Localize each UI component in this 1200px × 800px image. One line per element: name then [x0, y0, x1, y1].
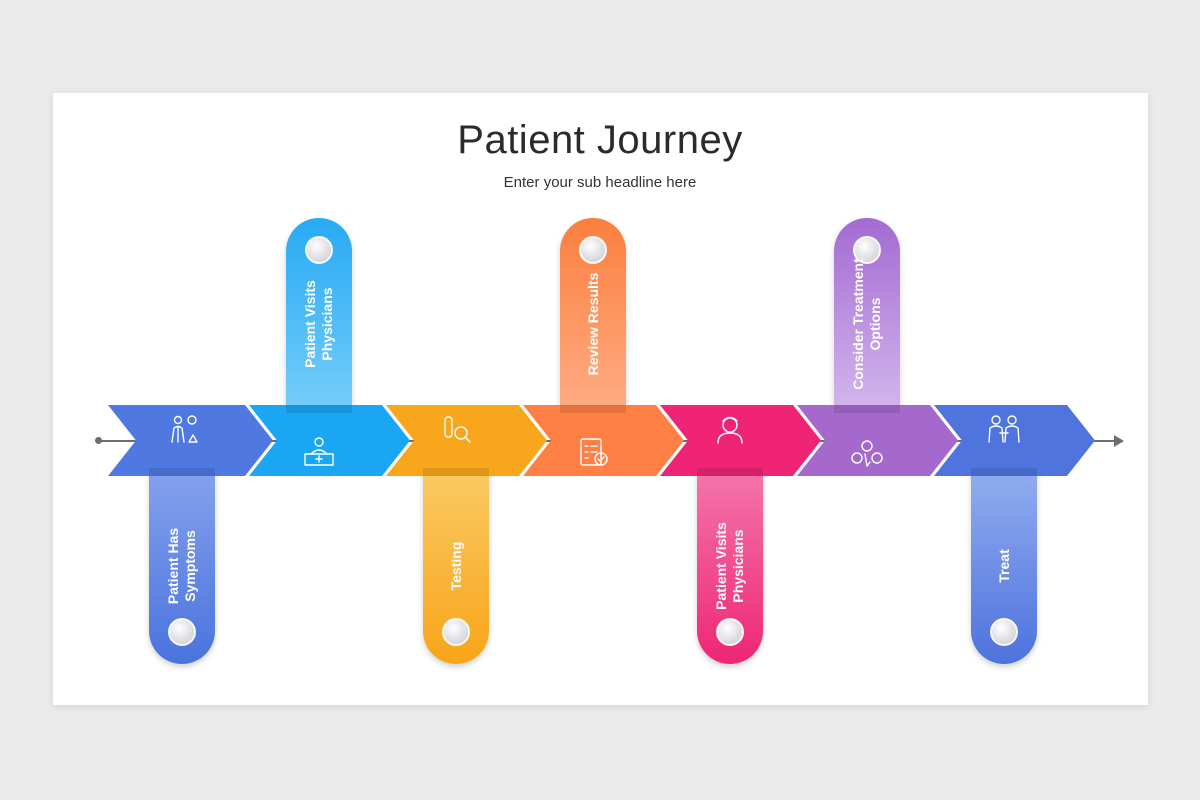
step-arrow-4	[523, 405, 684, 476]
step-pill-1	[149, 450, 215, 664]
step-knob-4	[579, 236, 607, 264]
timeline-start-dot	[95, 437, 102, 444]
step-pill-7	[971, 450, 1037, 664]
step-label-5: Patient Visits Physicians	[713, 522, 746, 610]
step-knob-2	[305, 236, 333, 264]
step-pill-3	[423, 450, 489, 664]
step-pill-5	[697, 450, 763, 664]
step-label-1: Patient Has Symptoms	[165, 527, 198, 605]
step-arrow-2	[249, 405, 410, 476]
step-arrow-3	[386, 405, 547, 476]
nurse-icon	[717, 416, 743, 444]
step-notch-3	[423, 468, 489, 476]
step-notch-6	[834, 405, 900, 413]
step-label-6: Consider Treatment Options	[850, 258, 883, 390]
abc-choice-icon	[851, 440, 883, 467]
step-arrow-7	[934, 405, 1095, 476]
step-pill-6	[834, 218, 900, 430]
doctor-patient-icon	[988, 415, 1020, 443]
step-label-4: Review Results	[584, 272, 601, 376]
step-pill-4	[560, 218, 626, 430]
step-label-7: Treat	[995, 549, 1012, 583]
step-knob-6	[853, 236, 881, 264]
step-label-2: Patient Visits Physicians	[302, 280, 335, 368]
step-knob-1	[168, 618, 196, 646]
step-notch-2	[286, 405, 352, 413]
step-notch-5	[697, 468, 763, 476]
page-subtitle: Enter your sub headline here	[503, 174, 697, 191]
step-notch-1	[149, 468, 215, 476]
timeline-end-arrow-icon	[1114, 435, 1124, 447]
symptoms-person-icon	[171, 415, 198, 443]
step-knob-7	[990, 618, 1018, 646]
step-arrow-5	[660, 405, 821, 476]
step-knob-5	[716, 618, 744, 646]
doctor-desk-icon	[304, 437, 334, 466]
step-notch-7	[971, 468, 1037, 476]
step-knob-3	[442, 618, 470, 646]
step-pill-2	[286, 218, 352, 430]
step-notch-4	[560, 405, 626, 413]
step-label-3: Testing	[447, 541, 464, 591]
page-title: Patient Journey	[457, 118, 743, 162]
step-arrow-6	[797, 405, 958, 476]
test-tube-magnifier-icon	[444, 416, 471, 443]
checklist-icon	[580, 438, 608, 466]
